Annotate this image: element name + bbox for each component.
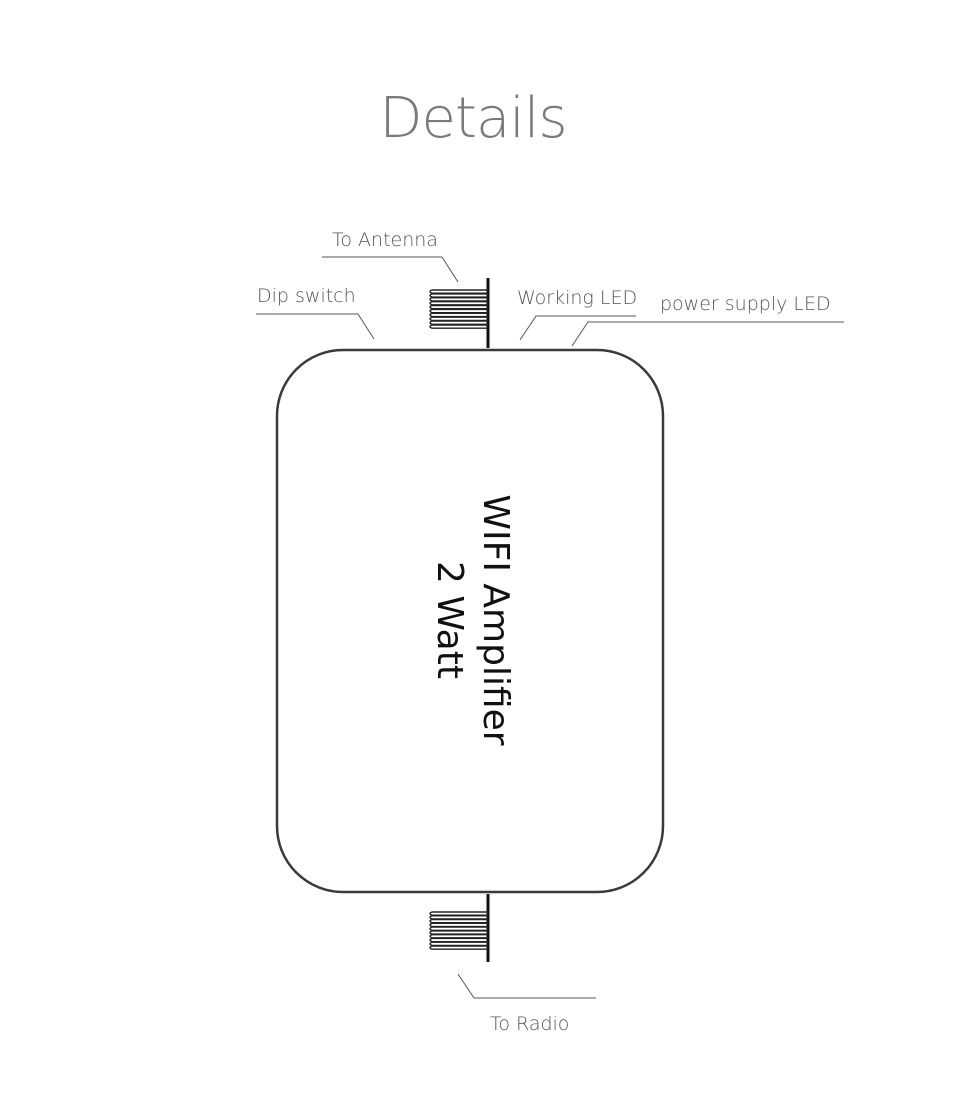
working-led-label: Working LED (517, 287, 637, 309)
power-supply-led-leader (571, 321, 844, 347)
bottom-coil-winding (429, 941, 488, 947)
bottom-coil-winding (429, 926, 488, 932)
device-power-label: 2 Watt (429, 561, 470, 679)
bottom-coil-winding (429, 918, 488, 924)
dip-switch-leader (256, 313, 375, 340)
top-coil-winding (429, 300, 488, 306)
working-led-leader (519, 315, 636, 341)
bottom-radio-connector (429, 894, 490, 962)
top-coil-winding (429, 297, 488, 302)
bottom-coil-winding (429, 945, 488, 950)
top-coil-winding (429, 316, 488, 322)
top-coil-winding (429, 289, 488, 294)
to-antenna-label: To Antenna (332, 229, 438, 251)
bottom-coil-winding (429, 911, 488, 916)
top-coil-winding (429, 324, 488, 329)
bottom-coil-winding (429, 933, 488, 939)
bottom-coil-winding (429, 930, 488, 935)
top-coil-winding (429, 304, 488, 310)
device-name-label: WIFI Amplifier (475, 494, 516, 745)
power-supply-led-label: power supply LED (660, 293, 831, 315)
top-coil-winding (429, 320, 488, 326)
page-title: Details (379, 86, 567, 151)
top-coil-winding (429, 312, 488, 318)
dip-switch-label: Dip switch (257, 285, 356, 307)
bottom-coil-winding (429, 915, 488, 920)
to-radio-leader (457, 973, 596, 999)
top-coil-winding (429, 308, 488, 314)
bottom-coil-winding (429, 922, 488, 928)
to-radio-label: To Radio (490, 1013, 569, 1035)
to-antenna-leader (322, 256, 459, 283)
amplifier-body (275, 348, 665, 894)
top-antenna-connector (429, 278, 490, 348)
top-coil-winding (429, 293, 488, 298)
bottom-coil-winding (429, 937, 488, 943)
